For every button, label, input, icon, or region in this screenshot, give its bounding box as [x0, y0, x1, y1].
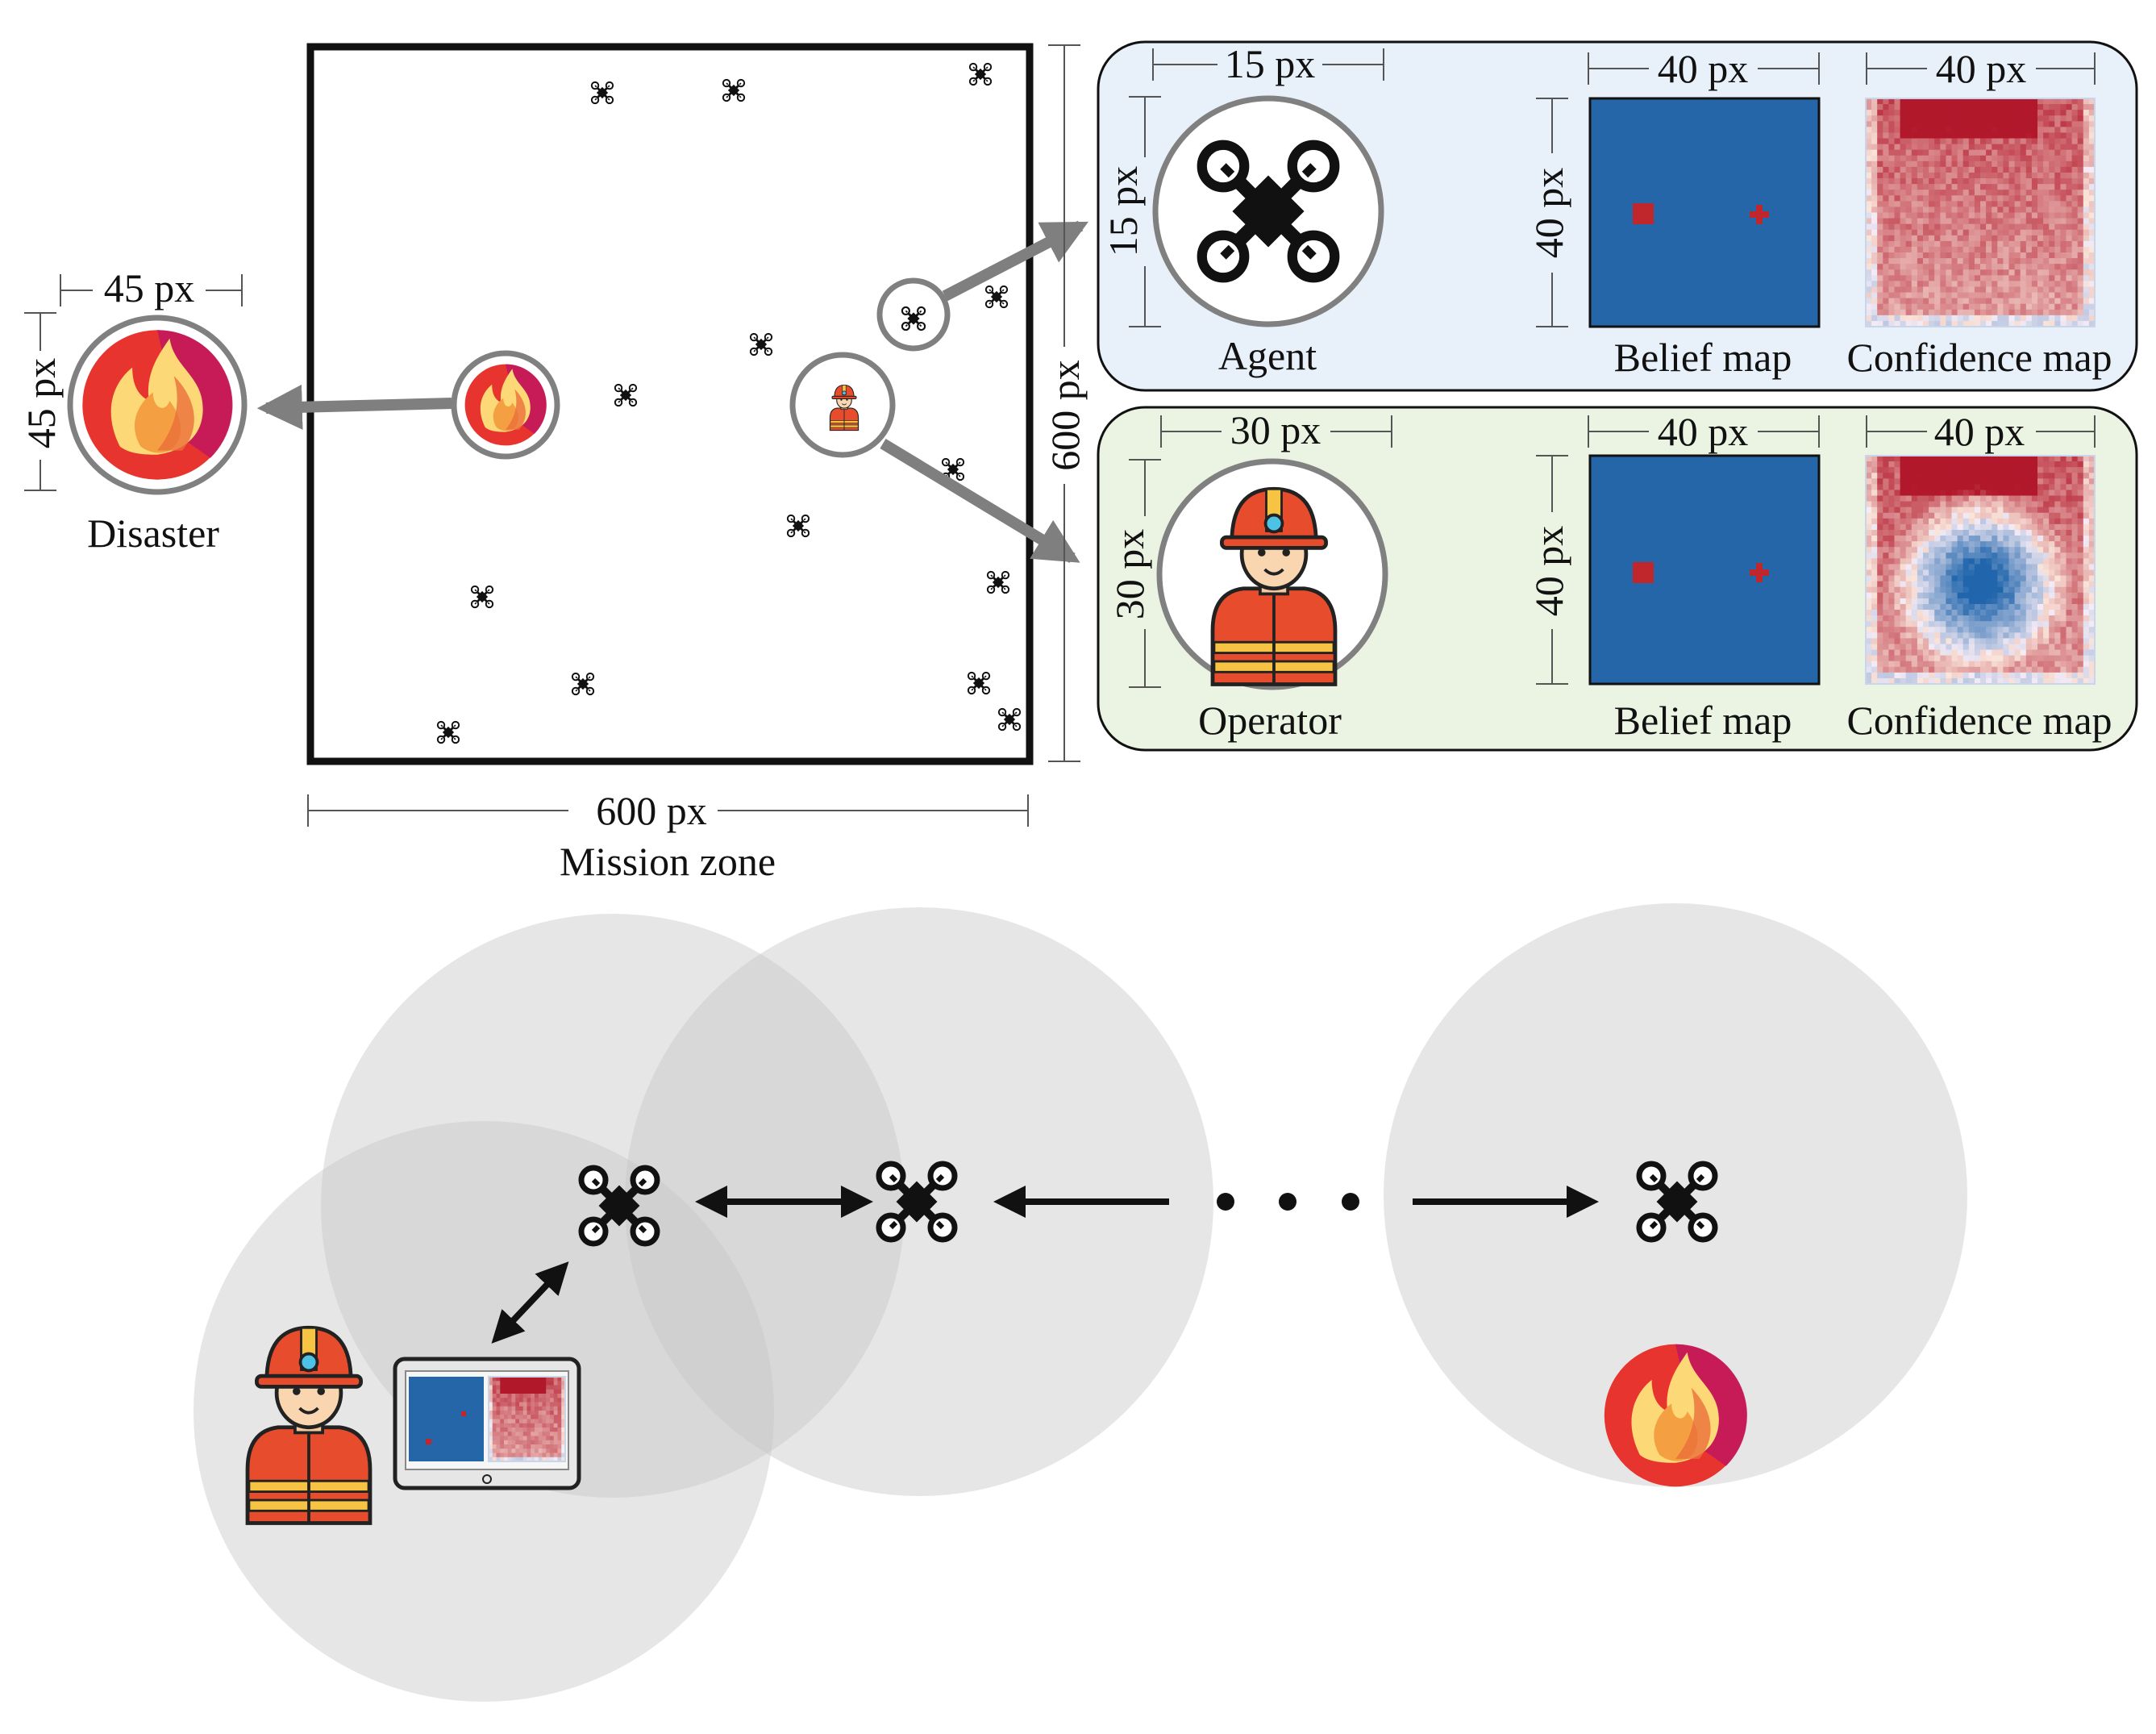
agent-belief-map [1588, 97, 1821, 328]
operator-conf-size-label: 40 px [1934, 409, 2025, 454]
disaster-zoom-arrow [256, 384, 452, 430]
operator-conf-label: Confidence map [1846, 698, 2112, 743]
agent-panel: 15 px 15 px Agent 40 px 40 px Belief map… [1097, 40, 2138, 392]
operator-panel: 30 px 30 px Operator 40 px 40 px Belief … [1097, 406, 2138, 752]
belief-marker-cross [1750, 563, 1769, 582]
disaster-size-label-vertical: 45 px [19, 358, 64, 449]
operator-confidence-map [1865, 455, 2096, 685]
agent-conf-label: Confidence map [1846, 335, 2112, 380]
mission-zone-label: Mission zone [560, 839, 776, 884]
operator-link-arrow [491, 1261, 569, 1344]
disaster-label: Disaster [87, 511, 219, 556]
agent-size-label-vertical: 15 px [1101, 166, 1146, 257]
monitor-icon [393, 1357, 581, 1490]
operator-size-label: 30 px [1230, 407, 1321, 452]
belief-marker-cross [1750, 205, 1769, 224]
agent-belief-size-label-vertical: 40 px [1526, 168, 1571, 259]
agent-zoom-arrow [942, 220, 1088, 302]
belief-marker-square [1633, 203, 1654, 224]
ellipsis-dots [1217, 1193, 1359, 1211]
zone-height-label: 600 px [1043, 360, 1088, 471]
zone-width-label: 600 px [596, 788, 707, 833]
operator-size-label-vertical: 30 px [1107, 529, 1152, 620]
agent-belief-label: Belief map [1614, 335, 1792, 380]
disaster-size-label: 45 px [104, 265, 195, 311]
operator-belief-map [1588, 454, 1821, 686]
operator-belief-label: Belief map [1614, 698, 1792, 743]
operator-belief-size-label: 40 px [1658, 409, 1749, 454]
zone-height-dim: 600 px [1043, 44, 1088, 762]
fire-icon [1604, 1344, 1747, 1487]
operator-zoom-arrow [880, 439, 1080, 563]
zone-width-dim: 600 px [307, 788, 1029, 833]
agent-label: Agent [1218, 333, 1317, 378]
fire-icon [464, 364, 547, 446]
agent-belief-size-label: 40 px [1658, 46, 1749, 91]
agent-size-label: 15 px [1225, 41, 1316, 86]
agent-conf-size-label: 40 px [1936, 46, 2027, 91]
belief-marker-square [1633, 562, 1654, 583]
disaster-detail: 45 px 45 px Disaster [19, 265, 248, 556]
operator-belief-size-label-vertical: 40 px [1526, 526, 1571, 617]
operator-label: Operator [1198, 698, 1342, 743]
communication-ranges [194, 903, 1967, 1702]
fire-icon [82, 330, 233, 480]
agent-confidence-map [1865, 98, 2096, 327]
